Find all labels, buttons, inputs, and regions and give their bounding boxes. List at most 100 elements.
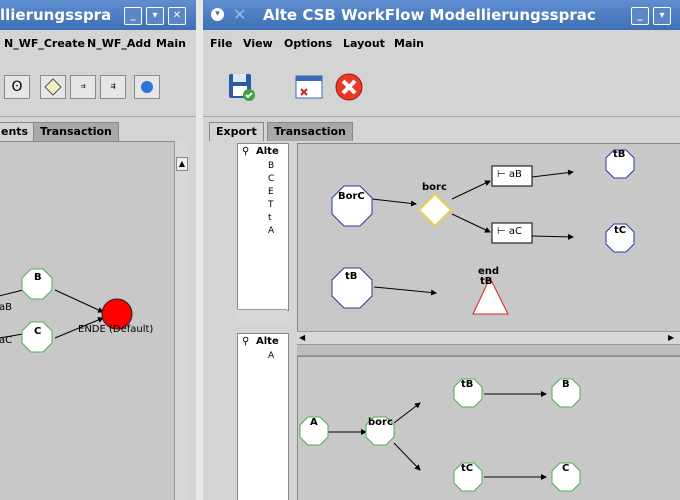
menu-item-n-wf-add[interactable]: N_WF_Add [87, 37, 152, 50]
desktop-gap [196, 0, 203, 500]
save-button[interactable] [225, 71, 257, 103]
node-b[interactable] [21, 268, 53, 300]
node-tb[interactable] [453, 378, 483, 408]
tree-top-hscrollbar[interactable] [237, 309, 287, 322]
tree-item[interactable]: C [268, 174, 275, 184]
node-b[interactable] [551, 378, 581, 408]
edge-ac-label: ⊢ aC [497, 226, 523, 237]
menu-item-main[interactable]: Main [156, 37, 186, 50]
menu-item-view[interactable]: View [243, 37, 273, 50]
menu-item-layout[interactable]: Layout [343, 37, 385, 50]
loop-node-tool-icon[interactable]: ʘ [4, 75, 30, 99]
node-tb-mid[interactable] [331, 267, 373, 309]
maximize-icon[interactable]: ▾ [146, 7, 164, 25]
window-menu-icon[interactable]: ▾ [211, 8, 224, 21]
pin-icon[interactable]: ✕ [233, 5, 247, 24]
left-window: llierungsspra _ ▾ ✕ N_WF_Create N_WF_Add… [0, 0, 196, 500]
node-a[interactable] [299, 416, 329, 446]
tree-item[interactable]: T [268, 200, 274, 210]
node-tb-top-label: tB [613, 149, 626, 160]
tree-bottom[interactable]: ⚲ Alte A [237, 333, 289, 500]
blue-circle-icon [141, 81, 153, 93]
tab-export[interactable]: Export [209, 122, 264, 141]
bottom-graph [299, 378, 581, 492]
left-menubar: N_WF_Create N_WF_Add Main [0, 31, 196, 57]
minimize-icon[interactable]: _ [124, 7, 142, 25]
tree-panel: ⚲ Alte B C E T t A ⚲ Alte A [203, 141, 296, 500]
scroll-left-arrow-icon[interactable]: ◀ [299, 333, 306, 342]
right-titlebar[interactable]: ▾ ✕ Alte CSB WorkFlow Modellierungssprac… [203, 0, 680, 30]
tree-bottom-root[interactable]: Alte [256, 336, 279, 347]
close-icon[interactable]: ✕ [168, 7, 186, 25]
node-c[interactable] [21, 321, 53, 353]
decision-node-tool-icon[interactable] [40, 75, 66, 99]
node-tb-top[interactable] [605, 149, 635, 179]
edge-line [451, 213, 491, 233]
right-toolbar [203, 58, 680, 117]
end-node-tool-icon[interactable] [134, 75, 160, 99]
menu-item-options[interactable]: Options [284, 37, 333, 50]
edge-label-ab: aB [0, 302, 12, 313]
tab-elements-label: ents [1, 125, 29, 138]
bottom-graph-canvas[interactable]: A borc tB B tC C [297, 356, 680, 500]
tree-item[interactable]: A [268, 351, 275, 361]
edge-line [0, 289, 24, 297]
edge-line [371, 198, 417, 207]
node-c-label: C [562, 463, 570, 474]
node-tb-mid-label: tB [345, 271, 358, 282]
node-tc-label: tC [614, 225, 627, 236]
edge-line [393, 442, 421, 471]
left-vertical-scrollbar[interactable]: ▲ [174, 141, 188, 500]
tab-elements[interactable]: ents [0, 122, 36, 141]
top-graph-canvas[interactable]: BorC borc ⊢ aB ⊢ aC tB tC tB end tB [297, 143, 680, 333]
decision-borc[interactable] [417, 192, 453, 228]
join-tool-icon[interactable]: ⇶ [100, 75, 126, 99]
split-pane-divider[interactable] [297, 344, 680, 356]
tree-item[interactable]: t [268, 213, 272, 223]
scroll-right-arrow-icon[interactable]: ▶ [668, 333, 675, 342]
minimize-icon[interactable]: _ [631, 7, 649, 25]
end-node-label: ENDE (Default) [78, 324, 154, 335]
right-window-title: Alte CSB WorkFlow Modellierungssprac [263, 6, 596, 24]
node-tc[interactable] [453, 462, 483, 492]
edge-box-ac[interactable] [491, 222, 533, 244]
left-graph [0, 268, 133, 353]
tree-item[interactable]: B [268, 161, 275, 171]
tree-top[interactable]: ⚲ Alte B C E T t A [237, 143, 289, 311]
edge-line [373, 286, 437, 296]
node-c[interactable] [551, 462, 581, 492]
scroll-up-arrow-icon[interactable]: ▲ [176, 157, 188, 171]
node-borc-label: BorC [338, 191, 365, 202]
maximize-icon[interactable]: ▾ [653, 7, 671, 25]
edge-line [54, 289, 104, 313]
close-document-button[interactable] [293, 71, 325, 103]
menu-item-n-wf-create[interactable]: N_WF_Create [4, 37, 85, 50]
left-titlebar[interactable]: llierungsspra _ ▾ ✕ [0, 0, 196, 30]
menu-item-main[interactable]: Main [394, 37, 424, 50]
decision-borc-label: borc [422, 182, 447, 193]
tab-transaction[interactable]: Transaction [33, 122, 119, 141]
left-canvas[interactable]: B C aB aC ENDE (Default) [0, 141, 176, 500]
node-tc[interactable] [605, 223, 635, 253]
red-x-icon [335, 73, 363, 101]
split-tool-icon[interactable]: ⇉ [70, 75, 96, 99]
exit-button[interactable] [333, 71, 365, 103]
tree-item[interactable]: A [268, 226, 275, 236]
end-triangle[interactable] [472, 276, 509, 315]
edge-line [0, 333, 24, 339]
end-node[interactable] [101, 298, 133, 330]
tree-node-icon: ⚲ [242, 336, 250, 347]
node-borc[interactable] [331, 185, 373, 227]
tree-item[interactable]: E [268, 187, 274, 197]
tree-top-root[interactable]: Alte [256, 146, 279, 157]
floppy-save-icon [229, 74, 255, 101]
left-toolbar: ʘ ⇉ ⇶ [0, 58, 196, 117]
top-graph-hscrollbar[interactable]: ◀ ▶ [297, 331, 680, 344]
node-a-label: A [310, 417, 318, 428]
tab-transaction[interactable]: Transaction [267, 122, 353, 141]
menu-item-file[interactable]: File [210, 37, 233, 50]
edge-box-ab[interactable] [491, 165, 533, 187]
node-borc[interactable] [365, 416, 395, 446]
edge-line [531, 169, 574, 178]
right-tabrow: Export Transaction [203, 120, 680, 141]
